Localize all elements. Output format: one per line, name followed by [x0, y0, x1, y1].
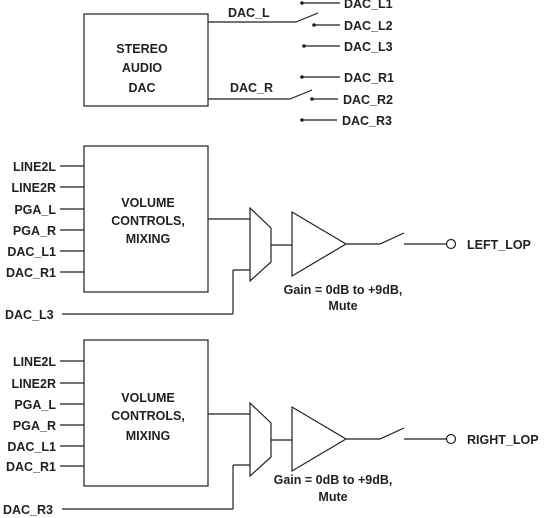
- dac-l2-label: DAC_L2: [344, 19, 393, 33]
- left-lop-mixer-section: VOLUME CONTROLS, MIXING LINE2L LINE2R PG…: [5, 145, 531, 322]
- right-gain-label-line-2: Mute: [318, 490, 347, 504]
- right-lop-mixer-section: VOLUME CONTROLS, MIXING LINE2L LINE2R PG…: [3, 339, 539, 517]
- dac-l-label: DAC_L: [228, 6, 270, 20]
- dac-l1-label: DAC_L1: [344, 0, 393, 11]
- dac-l3-label: DAC_L3: [344, 40, 393, 54]
- right-output-mux: [249, 401, 272, 478]
- left-lop-label: LEFT_LOP: [467, 238, 531, 252]
- left-gain-label-line-2: Mute: [328, 299, 357, 313]
- right-input-pga-r-label: PGA_R: [13, 419, 56, 433]
- right-block-label-line-1: VOLUME: [121, 391, 174, 405]
- left-block-label-line-2: CONTROLS,: [111, 214, 185, 228]
- right-input-dac-l1-label: DAC_L1: [7, 440, 56, 454]
- dac-block-label-line-3: DAC: [128, 81, 155, 95]
- right-input-dac-r1-label: DAC_R1: [6, 460, 56, 474]
- right-input-line2l-label: LINE2L: [13, 355, 56, 369]
- right-lop-label: RIGHT_LOP: [467, 433, 539, 447]
- left-input-line2r-label: LINE2R: [12, 181, 56, 195]
- right-bypass-label: DAC_R3: [3, 503, 53, 517]
- dac-r1-label: DAC_R1: [344, 71, 394, 85]
- left-input-pga-r-label: PGA_R: [13, 224, 56, 238]
- stereo-audio-dac-section: STEREO AUDIO DAC DAC_L DAC_L1 DAC_L2 DAC…: [83, 0, 394, 128]
- right-block-label-line-3: MIXING: [126, 429, 170, 443]
- left-gain-label-line-1: Gain = 0dB to +9dB,: [284, 283, 403, 297]
- left-bypass-label: DAC_L3: [5, 308, 54, 322]
- left-lop-terminal: [445, 238, 457, 250]
- left-block-label-line-3: MIXING: [126, 232, 170, 246]
- left-mute-switch: [379, 232, 405, 245]
- left-output-mux: [249, 206, 272, 283]
- right-mute-switch: [379, 427, 405, 440]
- dac-block-label-line-1: STEREO: [116, 42, 168, 56]
- right-lop-terminal: [445, 433, 457, 445]
- dac-block-label-line-2: AUDIO: [122, 61, 163, 75]
- right-input-pga-l-label: PGA_L: [14, 398, 56, 412]
- left-input-line2l-label: LINE2L: [13, 160, 56, 174]
- right-gain-label-line-1: Gain = 0dB to +9dB,: [274, 473, 393, 487]
- left-volume-mixing-block: [83, 145, 209, 293]
- left-block-label-line-1: VOLUME: [121, 196, 174, 210]
- left-input-dac-r1-label: DAC_R1: [6, 266, 56, 280]
- left-input-pga-l-label: PGA_L: [14, 203, 56, 217]
- right-input-line2r-label: LINE2R: [12, 377, 56, 391]
- dac-r3-label: DAC_R3: [342, 114, 392, 128]
- stereo-audio-dac-block: [83, 13, 209, 107]
- right-block-label-line-2: CONTROLS,: [111, 409, 185, 423]
- dac-r-switch: [289, 89, 313, 100]
- right-volume-mixing-block: [83, 339, 209, 487]
- dac-r-label: DAC_R: [230, 81, 273, 95]
- left-input-dac-l1-label: DAC_L1: [7, 245, 56, 259]
- dac-l-switch: [295, 12, 319, 23]
- left-gain-amplifier: [291, 210, 348, 278]
- right-gain-amplifier: [291, 405, 348, 473]
- dac-r2-label: DAC_R2: [343, 93, 393, 107]
